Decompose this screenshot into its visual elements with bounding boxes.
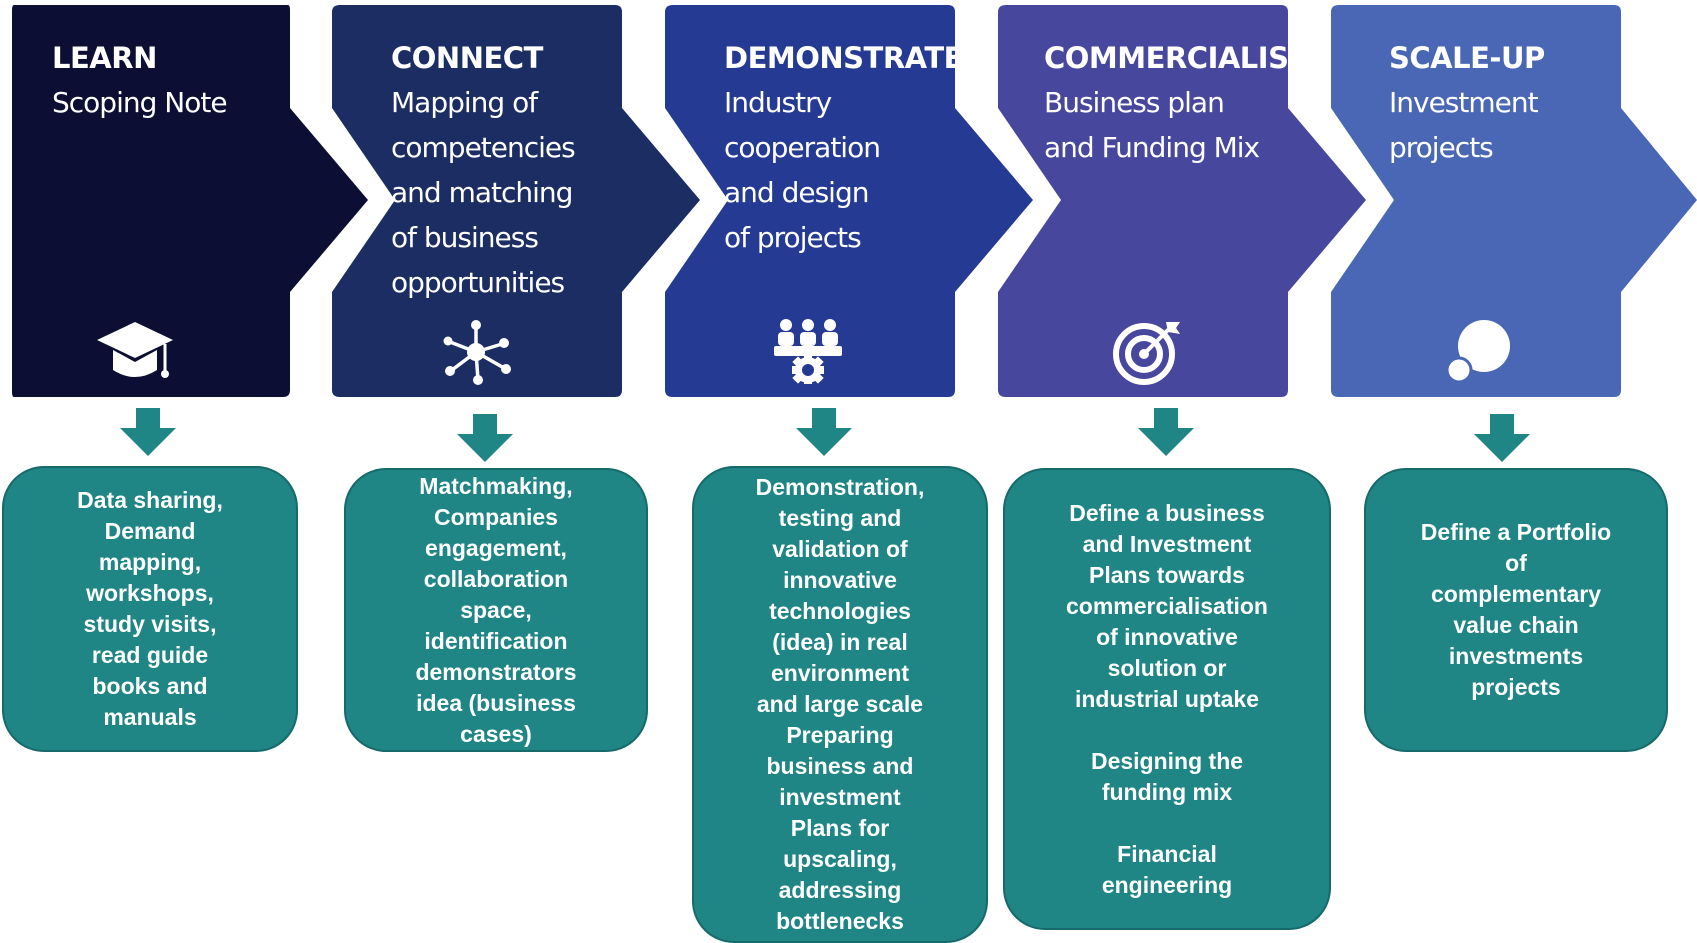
down-arrow-icon xyxy=(1474,414,1530,462)
team-gear-icon xyxy=(774,319,842,384)
chevron-connect xyxy=(332,5,700,397)
description-box-scale-up: Define a Portfolio of complementary valu… xyxy=(1364,468,1668,752)
stage-title: CONNECT xyxy=(391,41,543,75)
down-arrow-icon xyxy=(120,408,176,456)
chevron-learn xyxy=(12,5,368,397)
description-box-connect: Matchmaking, Companies engagement, colla… xyxy=(344,468,648,752)
chevron-scale-up xyxy=(1331,5,1697,397)
network-nodes-icon xyxy=(443,320,511,385)
description-text: Define a business and Investment Plans t… xyxy=(1066,499,1268,898)
description-box-demonstrate: Demonstration, testing and validation of… xyxy=(692,466,988,943)
down-arrow-icon xyxy=(796,408,852,456)
description-box-learn: Data sharing, Demand mapping, workshops,… xyxy=(2,466,298,752)
graduation-cap-icon xyxy=(97,322,173,378)
down-arrow-icon xyxy=(1138,408,1194,456)
stage-subtitle: Mapping of competencies and matching of … xyxy=(391,86,576,299)
description-box-commercialise: Define a business and Investment Plans t… xyxy=(1003,468,1331,930)
down-arrow-icon xyxy=(457,414,513,462)
stage-title: COMMERCIALISE xyxy=(1044,41,1308,75)
description-text: Demonstration, testing and validation of… xyxy=(755,474,925,934)
chevron-demonstrate xyxy=(665,5,1033,397)
growth-circles-icon xyxy=(1445,320,1510,384)
process-chevrons xyxy=(12,5,1697,397)
chevron-commercialise xyxy=(998,5,1366,397)
stage-learn: LEARN Scoping Note xyxy=(52,36,228,125)
stage-scale-up: SCALE-UP Investment projects xyxy=(1389,36,1545,170)
target-icon xyxy=(1113,322,1180,385)
stage-subtitle: Business plan and Funding Mix xyxy=(1044,86,1260,164)
stage-subtitle: Scoping Note xyxy=(52,86,228,119)
description-text: Data sharing, Demand mapping, workshops,… xyxy=(77,487,223,730)
stage-title: DEMONSTRATE xyxy=(724,41,963,75)
stage-title: LEARN xyxy=(52,41,157,75)
stage-commercialise: COMMERCIALISE Business plan and Funding … xyxy=(1044,36,1308,170)
stage-subtitle: Industry cooperation and design of proje… xyxy=(724,86,881,254)
description-text: Matchmaking, Companies engagement, colla… xyxy=(415,472,577,747)
description-text: Define a Portfolio of complementary valu… xyxy=(1420,519,1612,700)
stage-title: SCALE-UP xyxy=(1389,41,1545,75)
stage-connect: CONNECT Mapping of competencies and matc… xyxy=(391,36,576,305)
stage-subtitle: Investment projects xyxy=(1389,86,1539,164)
stage-demonstrate: DEMONSTRATE Industry cooperation and des… xyxy=(724,36,963,260)
